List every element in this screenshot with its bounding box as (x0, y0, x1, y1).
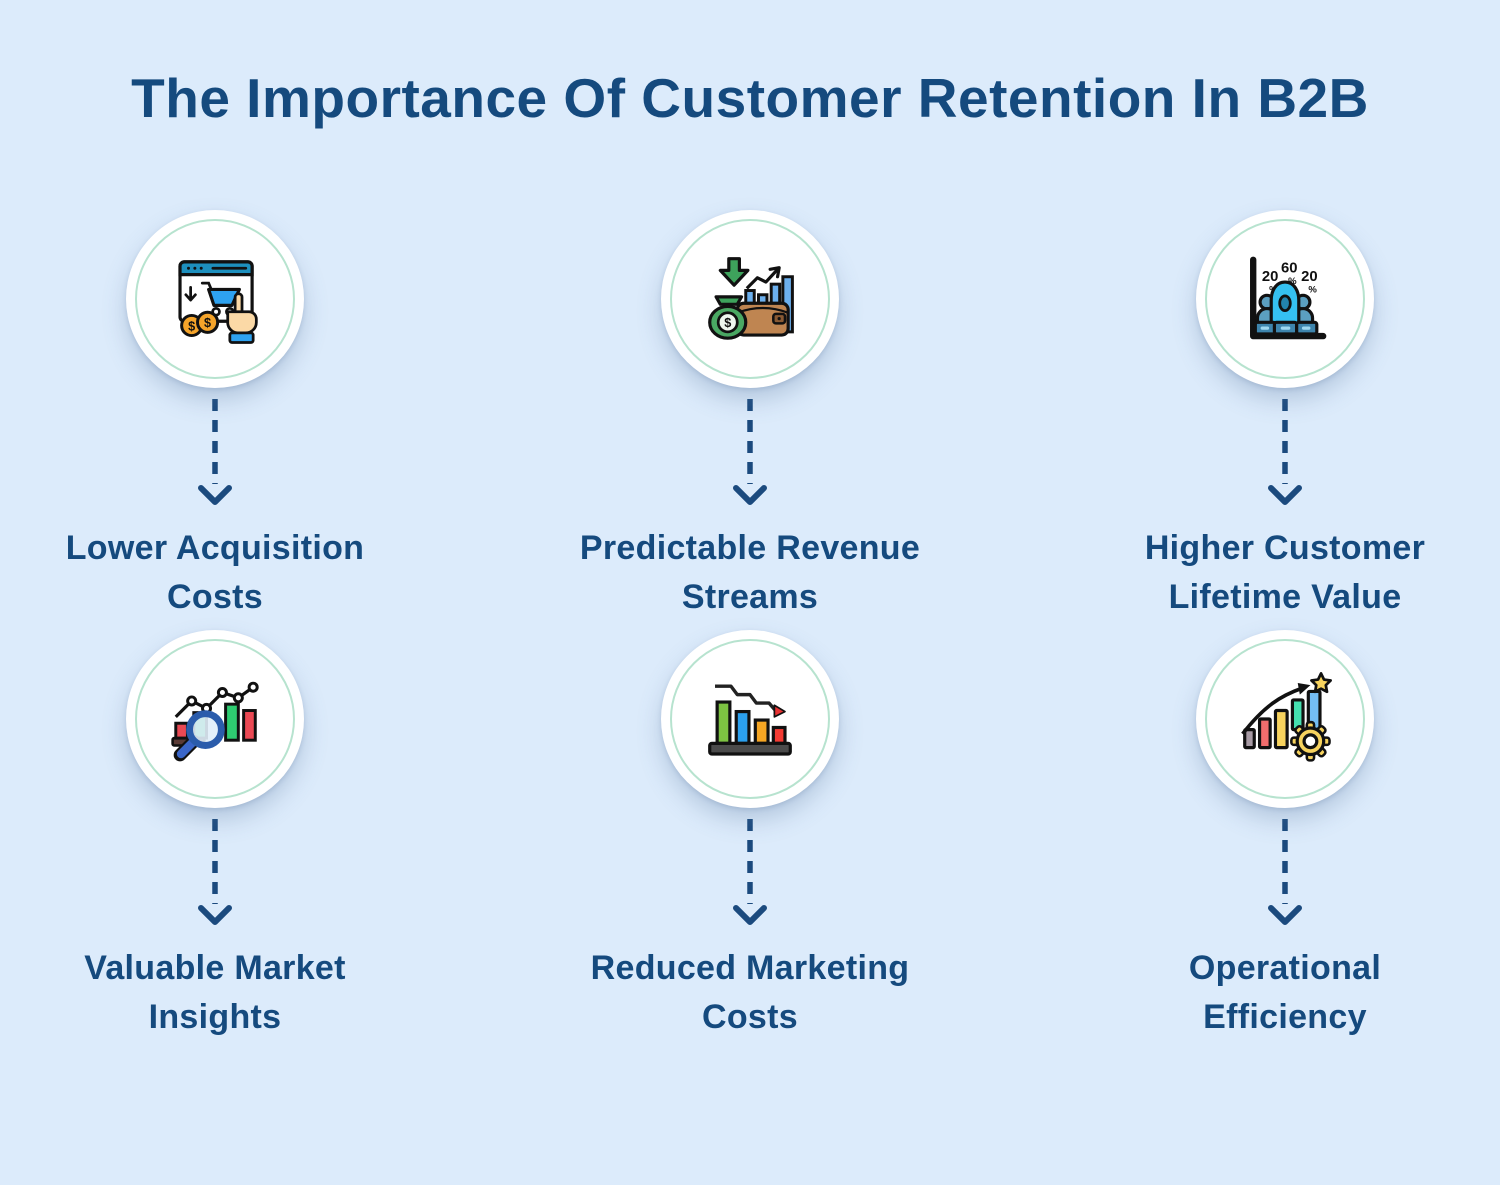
market-analysis-magnifier-icon (171, 681, 259, 762)
label-line: Reduced Marketing (590, 949, 910, 987)
label-line: Efficiency (1203, 998, 1367, 1036)
growth-chart-gear-icon (1241, 672, 1332, 762)
icon-circle (660, 630, 839, 808)
benefit-label: Operational Efficiency (1189, 944, 1381, 1042)
icon-circle (1195, 630, 1374, 808)
percent-value-right: 20 (1301, 269, 1318, 285)
label-line: Costs (167, 578, 263, 616)
benefits-grid: $ $ Lower Acquisition Costs (0, 210, 1500, 1042)
money-bag-wallet-icon: $ (708, 257, 794, 340)
label-line: Streams (681, 578, 819, 616)
page-title: The Importance Of Customer Retention In … (131, 67, 1369, 129)
percent-value-center: 60 (1281, 261, 1298, 277)
coin-dollar-sign: $ (204, 315, 211, 330)
percent-sign: % (1288, 276, 1297, 287)
down-arrow-connector (732, 399, 767, 505)
label-line: Operational (1188, 949, 1382, 987)
customer-distribution-chart-icon: 20 % 60 % 20 % (1250, 256, 1327, 340)
coin-dollar-sign: $ (188, 318, 195, 333)
declining-bar-chart-icon (708, 684, 792, 756)
icon-circle: $ $ (126, 210, 304, 388)
icon-circle: $ (660, 210, 839, 388)
benefit-item-predictable-revenue-streams: $ Predictable Revenue Streams (580, 210, 920, 622)
money-bag-dollar-sign: $ (724, 315, 731, 330)
percent-value-left: 20 (1262, 269, 1279, 285)
benefit-item-reduced-marketing-costs: Reduced Marketing Costs (591, 630, 910, 1042)
benefit-item-higher-customer-lifetime-value: 20 % 60 % 20 % (1145, 210, 1425, 622)
percent-sign: % (1308, 285, 1317, 296)
icon-circle: 20 % 60 % 20 % (1195, 210, 1374, 388)
benefit-item-valuable-market-insights: Valuable Market Insights (84, 630, 346, 1042)
icon-circle (125, 630, 304, 808)
label-line: Costs (702, 998, 798, 1036)
benefit-label: Predictable Revenue Streams (580, 524, 920, 622)
benefit-label: Valuable Market Insights (84, 944, 346, 1042)
benefit-item-operational-efficiency: Operational Efficiency (1189, 630, 1381, 1042)
benefit-label: Higher Customer Lifetime Value (1145, 524, 1425, 622)
down-arrow-connector (1267, 399, 1302, 505)
down-arrow-connector (732, 819, 767, 925)
down-arrow-connector (1267, 819, 1302, 925)
down-arrow-connector (198, 399, 232, 505)
online-shopping-cart-icon: $ $ (178, 260, 258, 344)
benefit-label: Lower Acquisition Costs (66, 524, 365, 622)
label-line: Insights (148, 998, 282, 1036)
label-line: Higher Customer (1144, 529, 1426, 567)
label-line: Valuable Market (84, 949, 346, 987)
label-line: Lifetime Value (1168, 578, 1402, 616)
down-arrow-connector (197, 819, 232, 925)
benefit-item-lower-acquisition-costs: $ $ Lower Acquisition Costs (66, 210, 365, 622)
benefit-label: Reduced Marketing Costs (591, 944, 910, 1042)
label-line: Predictable Revenue (579, 529, 921, 567)
gear-icon (1290, 720, 1331, 762)
label-line: Lower Acquisition (65, 529, 365, 567)
